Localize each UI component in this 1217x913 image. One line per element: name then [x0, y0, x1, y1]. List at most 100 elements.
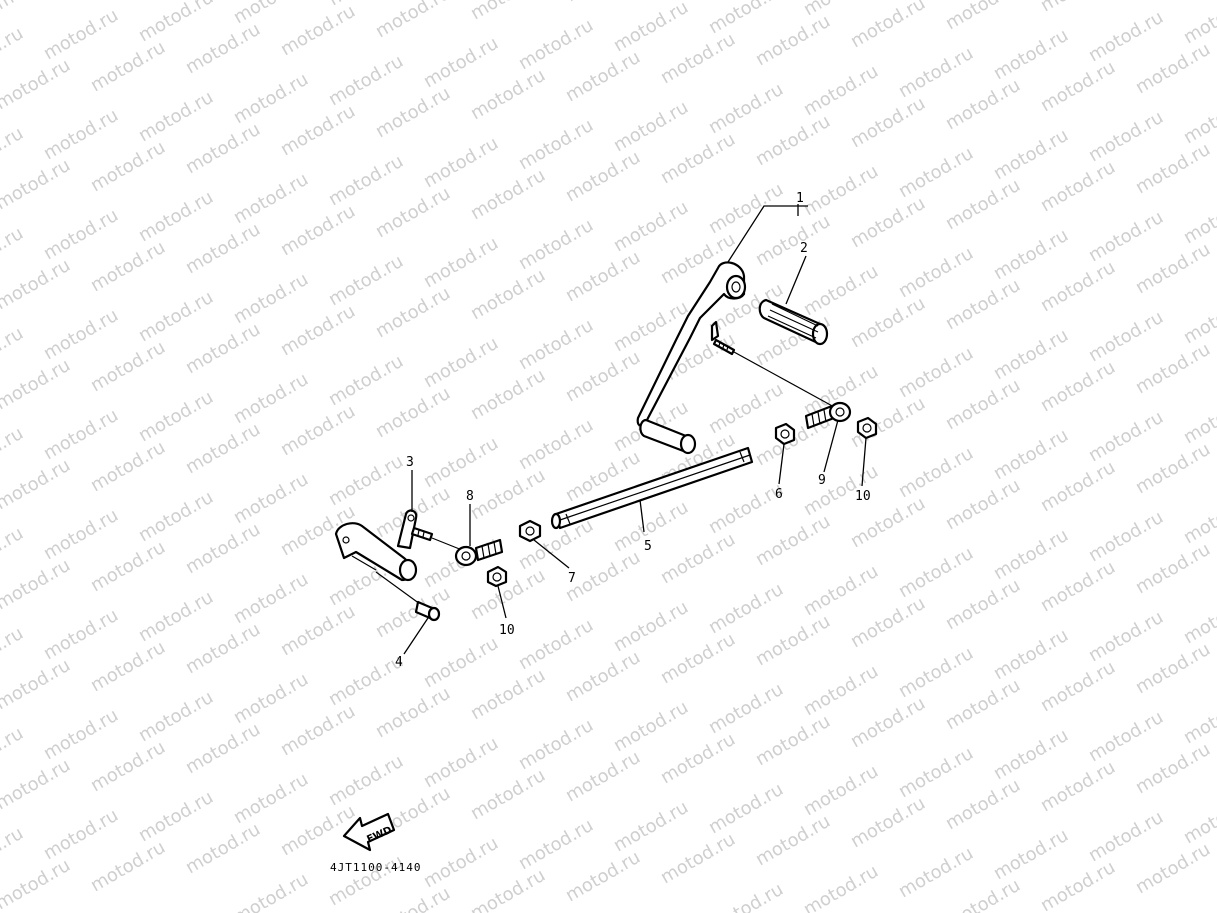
watermark-text: motod.ru — [895, 443, 977, 502]
watermark-text: motod.ru — [87, 437, 169, 496]
watermark-text: motod.ru — [0, 55, 74, 114]
watermark-text: motod.ru — [467, 765, 549, 824]
callouts: 1 2 3 4 5 6 7 8 9 10 10 — [395, 191, 871, 670]
watermark-text: motod.ru — [1180, 489, 1217, 548]
watermark-text: motod.ru — [0, 623, 27, 682]
watermark-text: motod.ru — [372, 83, 454, 142]
watermark-text: motod.ru — [895, 643, 977, 702]
callout-1: 1 — [796, 191, 804, 206]
watermark-text: motod.ru — [990, 225, 1072, 284]
watermark-text: motod.ru — [752, 611, 834, 670]
watermark-text: motod.ru — [40, 5, 122, 64]
watermark-text: motod.ru — [942, 575, 1024, 634]
watermark-text: motod.ru — [705, 879, 787, 913]
watermark-text: motod.ru — [800, 661, 882, 720]
watermark-text: motod.ru — [0, 823, 27, 882]
watermark-text: motod.ru — [0, 655, 74, 714]
watermark-text: motod.ru — [847, 193, 929, 252]
watermark-text: motod.ru — [752, 111, 834, 170]
watermark-text: motod.ru — [1085, 507, 1167, 566]
watermark-text: motod.ru — [467, 465, 549, 524]
watermark-text: motod.ru — [657, 29, 739, 88]
watermark-text: motod.ru — [942, 775, 1024, 834]
watermark-text: motod.ru — [87, 837, 169, 896]
watermark-text: motod.ru — [705, 379, 787, 438]
watermark-text: motod.ru — [942, 275, 1024, 334]
watermark-text: motod.ru — [752, 711, 834, 770]
watermark-text: motod.ru — [515, 415, 597, 474]
watermark-text: motod.ru — [40, 405, 122, 464]
watermark-text: motod.ru — [610, 597, 692, 656]
watermark-text: motod.ru — [0, 423, 27, 482]
watermark-text: motod.ru — [230, 369, 312, 428]
watermark-text: motod.ru — [1132, 639, 1214, 698]
callout-9: 9 — [818, 473, 826, 488]
watermark-text: motod.ru — [1180, 789, 1217, 848]
watermark-text: motod.ru — [800, 161, 882, 220]
watermark-text: motod.ru — [277, 401, 359, 460]
watermark-text: motod.ru — [1180, 689, 1217, 748]
watermark-text: motod.ru — [610, 0, 692, 56]
watermark-text: motod.ru — [895, 43, 977, 102]
watermark-text: motod.ru — [230, 269, 312, 328]
callout-2: 2 — [800, 241, 808, 256]
watermark-text: motod.ru — [277, 801, 359, 860]
callout-4: 4 — [395, 655, 403, 670]
watermark-text: motod.ru — [467, 865, 549, 913]
watermark-text: motod.ru — [372, 283, 454, 342]
watermark-text: motod.ru — [800, 61, 882, 120]
watermark-text: motod.ru — [752, 811, 834, 870]
watermark-text: motod.ru — [0, 223, 27, 282]
watermark-text: motod.ru — [182, 219, 264, 278]
watermark-text: motod.ru — [1037, 257, 1119, 316]
watermark-text: motod.ru — [895, 143, 977, 202]
watermark-text: motod.ru — [1132, 339, 1214, 398]
watermark-text: motod.ru — [0, 355, 74, 414]
watermark-text: motod.ru — [372, 383, 454, 442]
watermark-text: motod.ru — [657, 729, 739, 788]
watermark-text: motod.ru — [1085, 407, 1167, 466]
watermark-text: motod.ru — [1132, 239, 1214, 298]
watermark-text: motod.ru — [752, 11, 834, 70]
watermark-text: motod.ru — [1037, 357, 1119, 416]
watermark-text: motod.ru — [990, 125, 1072, 184]
callout-6: 6 — [775, 487, 783, 502]
watermark-text: motod.ru — [420, 133, 502, 192]
watermark-text: motod.ru — [1085, 807, 1167, 866]
watermark-text: motod.ru — [1037, 457, 1119, 516]
watermark-text: motod.ru — [467, 265, 549, 324]
watermark-text: motod.ru — [230, 169, 312, 228]
watermark-text: motod.ru — [1180, 389, 1217, 448]
watermark-text: motod.ru — [182, 119, 264, 178]
watermark-text: motod.ru — [87, 537, 169, 596]
watermark-text: motod.ru — [182, 819, 264, 878]
watermark-text: motod.ru — [515, 15, 597, 74]
watermark-text: motod.ru — [325, 451, 407, 510]
watermark-text: motod.ru — [1037, 657, 1119, 716]
watermark-text: motod.ru — [87, 237, 169, 296]
watermark-text: motod.ru — [40, 305, 122, 364]
nut-10-lower — [486, 565, 508, 588]
watermark-text: motod.ru — [420, 733, 502, 792]
watermark-text: motod.ru — [562, 247, 644, 306]
watermark-text: motod.ru — [657, 129, 739, 188]
watermark-text: motod.ru — [135, 587, 217, 646]
callout-8: 8 — [466, 489, 474, 504]
watermark-text: motod.ru — [277, 701, 359, 760]
nut-6 — [774, 422, 796, 446]
watermark-text: motod.ru — [847, 293, 929, 352]
watermark-text: motod.ru — [277, 101, 359, 160]
watermark-text: motod.ru — [325, 151, 407, 210]
watermark-text: motod.ru — [942, 175, 1024, 234]
watermark-text: motod.ru — [895, 343, 977, 402]
fwd-arrow-icon: FWD — [342, 812, 396, 852]
rod-end-upper — [804, 401, 852, 430]
watermark-text: motod.ru — [657, 529, 739, 588]
watermark-text: motod.ru — [467, 0, 549, 24]
watermark-text: motod.ru — [1085, 607, 1167, 666]
watermark-text: motod.ru — [372, 183, 454, 242]
leader-lines — [403, 204, 867, 655]
watermark-text: motod.ru — [1037, 57, 1119, 116]
watermark-text: motod.ru — [562, 47, 644, 106]
watermark-text: motod.ru — [847, 693, 929, 752]
